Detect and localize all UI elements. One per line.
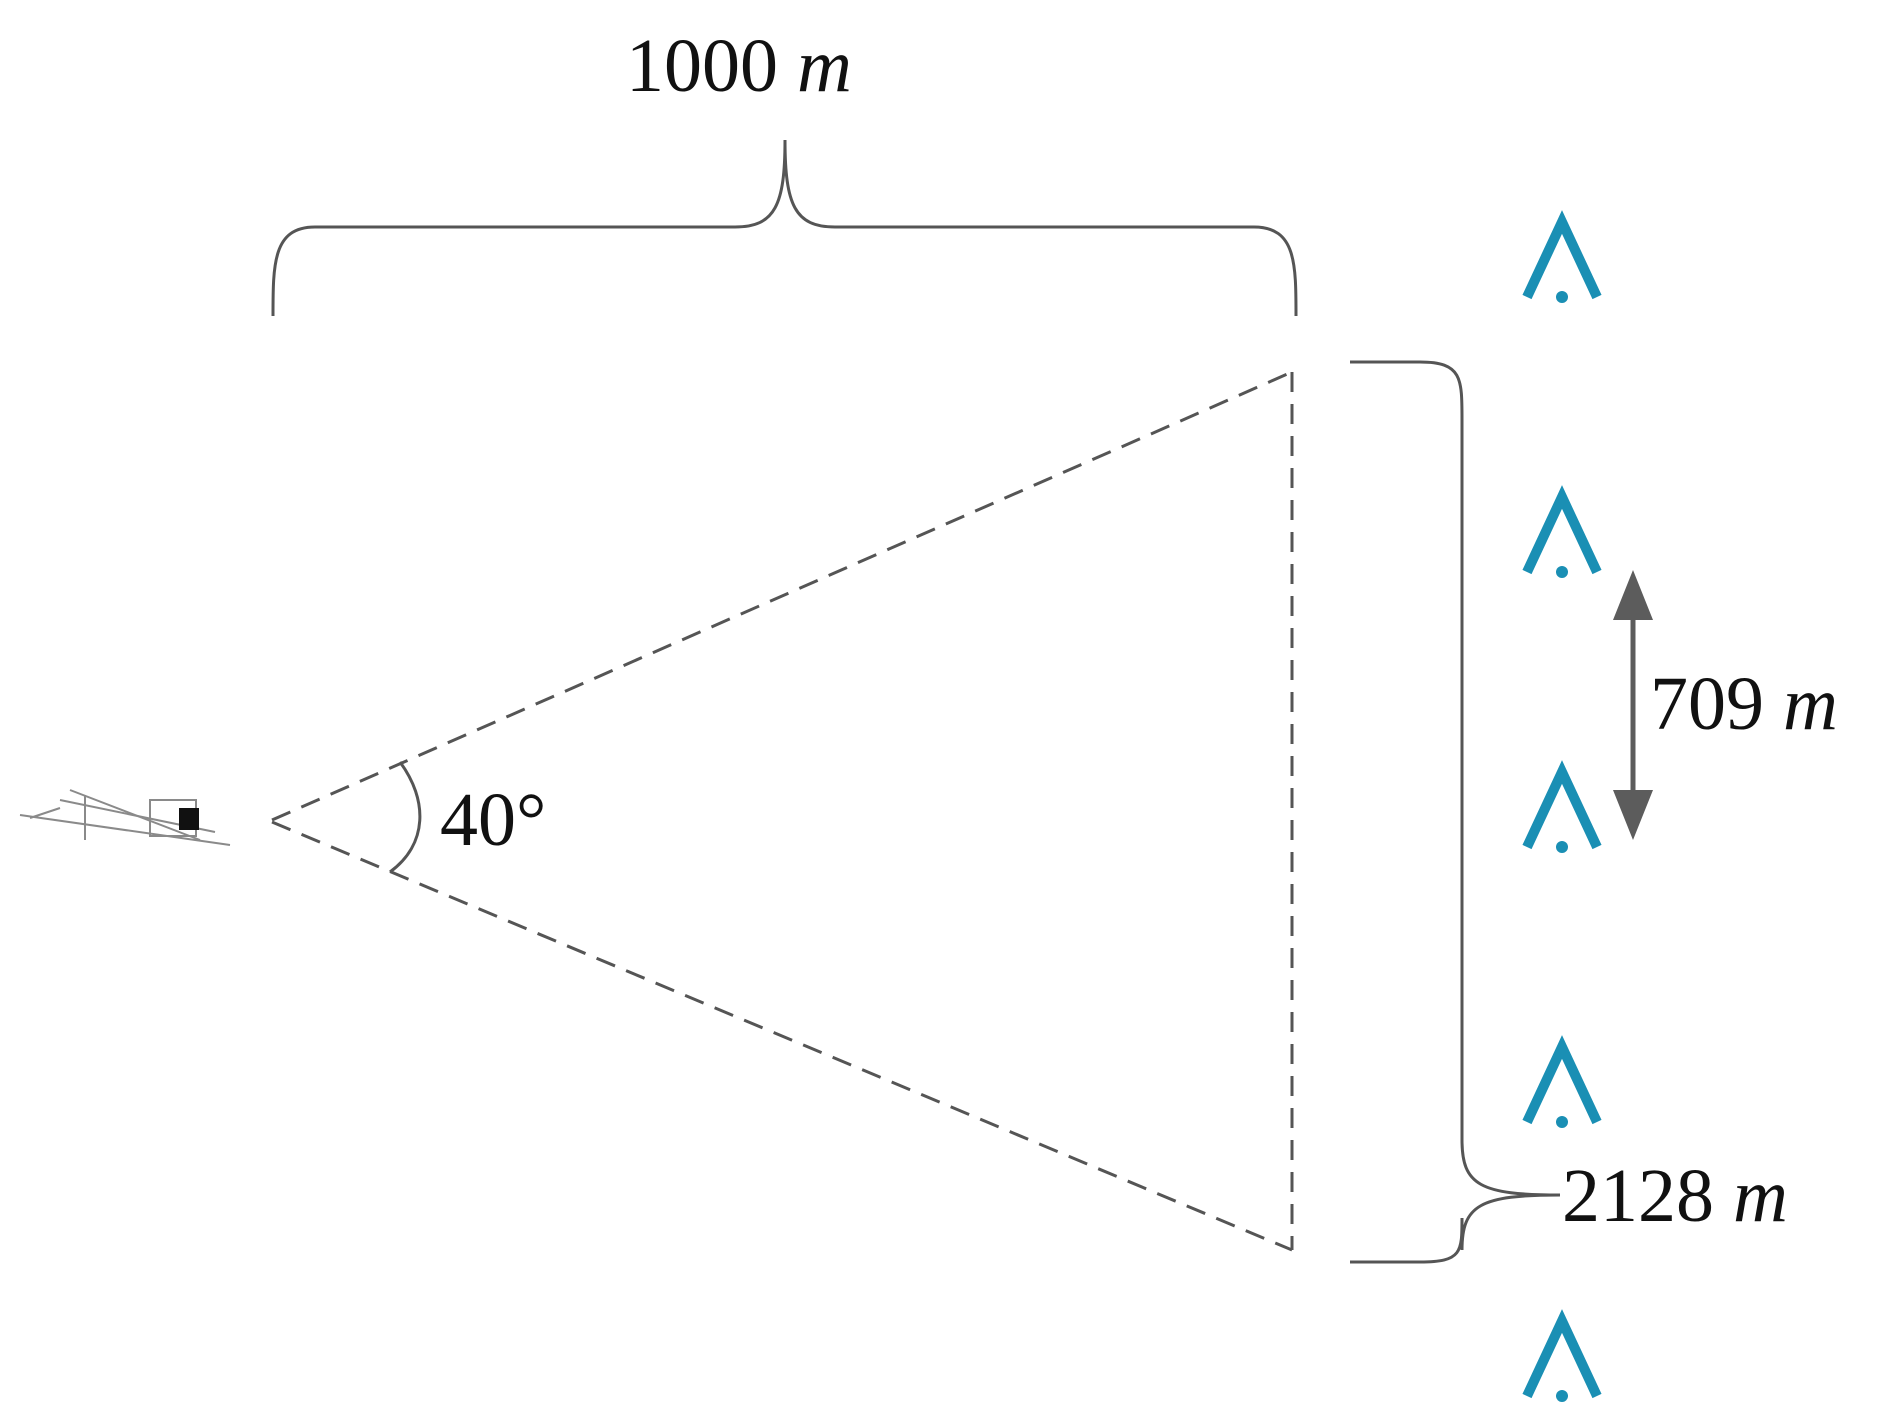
width-label: 1000 m <box>626 28 852 104</box>
caret-up-dot-icon <box>1522 1035 1602 1128</box>
spacing-value: 709 <box>1650 662 1764 746</box>
span-value: 2128 <box>1562 1154 1714 1238</box>
caret-up-dot-icon <box>1522 760 1602 853</box>
airplane-icon <box>19 789 231 846</box>
coverage-triangle <box>271 370 1294 1252</box>
lower-sight-line <box>271 820 1293 1252</box>
width-brace <box>271 139 1298 317</box>
caret-up-dot-icon <box>1522 1309 1602 1402</box>
spacing-arrow <box>1613 570 1653 840</box>
angle-arc <box>389 761 422 874</box>
angle-label: 40° <box>440 782 546 858</box>
span-label: 2128 m <box>1562 1158 1788 1234</box>
upper-sight-line <box>271 370 1293 822</box>
span-unit: m <box>1733 1154 1788 1238</box>
caret-up-dot-icon <box>1522 485 1602 578</box>
spacing-unit: m <box>1783 662 1838 746</box>
caret-up-dot-icon <box>1522 210 1602 303</box>
width-value: 1000 <box>626 24 778 108</box>
angle-value: 40° <box>440 778 547 862</box>
span-brace <box>1350 360 1561 1264</box>
spacing-label: 709 m <box>1650 666 1838 742</box>
position-markers <box>1522 210 1602 1402</box>
width-unit: m <box>797 24 852 108</box>
